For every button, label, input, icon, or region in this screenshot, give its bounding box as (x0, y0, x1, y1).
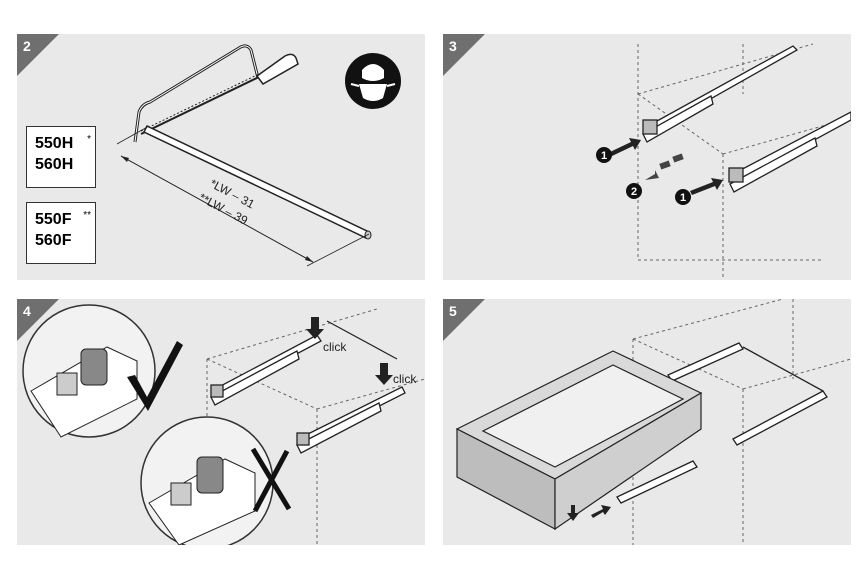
runner-lock-illustration: click click (22, 304, 425, 545)
model-label: 560F (35, 232, 72, 249)
check-mark-icon (127, 341, 183, 411)
step-4-panel: click click 4 (17, 299, 425, 545)
step-number: 4 (23, 303, 31, 319)
hacksaw-illustration: *LW – 31 **LW – 39 (116, 44, 401, 267)
step-corner-tab (17, 299, 59, 341)
model-mark: ** (83, 210, 91, 221)
drawer-box (455, 350, 703, 531)
runner-mounting-illustration: 1 2 1 (596, 43, 851, 280)
step-corner-tab (443, 34, 485, 76)
drawer-insertion-illustration (455, 299, 851, 545)
step-badge-3: 1 (680, 192, 686, 204)
cross-mark-icon (250, 447, 292, 513)
click-label-2: click (393, 372, 417, 386)
step-5-panel: 5 (443, 299, 851, 545)
model-box-h: 550H 560H * (26, 126, 96, 188)
step-3-panel: 1 2 1 3 (443, 34, 851, 280)
step-corner-tab (17, 34, 59, 76)
click-label-1: click (323, 340, 347, 354)
step-corner-tab (443, 299, 485, 341)
step-number: 5 (449, 303, 457, 319)
model-label: 560H (35, 156, 74, 173)
step-number: 2 (23, 38, 31, 54)
step-badge-1: 1 (601, 150, 607, 162)
model-box-f: 550F 560F ** (26, 202, 96, 264)
step-badge-2: 2 (631, 186, 637, 198)
model-label: 550H (35, 135, 74, 152)
step-2-panel: *LW – 31 **LW – 39 2 550H 560H * 550F 56… (17, 34, 425, 280)
model-label: 550F (35, 211, 72, 228)
incorrect-detail-magnifier (140, 416, 274, 545)
step-number: 3 (449, 38, 457, 54)
face-mask-icon (345, 53, 401, 109)
model-mark: * (87, 134, 91, 145)
